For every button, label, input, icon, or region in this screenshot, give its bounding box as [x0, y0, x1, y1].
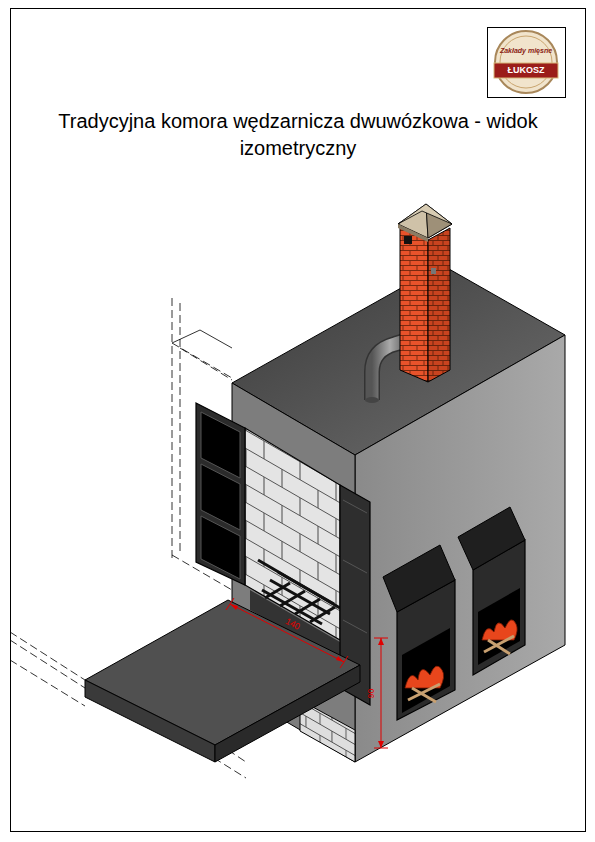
illustration-part — [201, 516, 240, 579]
illustration-part — [381, 638, 382, 748]
illustration-part — [365, 397, 379, 403]
illustration-part — [428, 228, 450, 382]
illustration-part — [336, 656, 344, 662]
illustration-part — [11, 9, 586, 832]
illustration-part — [402, 628, 450, 713]
illustration-part — [226, 598, 348, 668]
illustration-part — [484, 636, 514, 654]
illustration-part — [230, 604, 344, 662]
illustration-part — [378, 638, 384, 645]
illustration-part — [478, 588, 520, 665]
illustration-part — [404, 236, 412, 244]
illustration-part — [265, 583, 335, 622]
illustration-part — [172, 330, 232, 348]
illustration-part — [343, 500, 367, 633]
illustration-part — [374, 638, 388, 748]
illustration-part — [484, 636, 514, 654]
illustration-part — [398, 224, 428, 242]
illustration-part — [258, 560, 340, 608]
illustration-part — [408, 684, 440, 702]
title: Tradycyjna komora wędzarnicza dwuwózkowa… — [58, 108, 538, 162]
logo-brand: ŁUKOSZ — [508, 66, 545, 75]
illustration-part — [258, 560, 340, 624]
illustration-part — [431, 268, 436, 274]
illustration-part — [383, 545, 455, 612]
illustration-part — [226, 598, 388, 748]
illustration-part — [215, 665, 360, 762]
illustration-part — [494, 63, 558, 78]
dimension-label: 90 — [366, 688, 375, 698]
illustration-part — [230, 604, 238, 610]
illustration-part — [85, 680, 215, 762]
illustration-part — [230, 604, 384, 748]
logo-text: Zakłady mięsne — [500, 47, 552, 54]
illustration-part — [378, 741, 384, 748]
illustration-part — [85, 600, 360, 745]
illustration-part — [488, 28, 566, 98]
illustration-part — [398, 204, 452, 224]
illustration-part — [408, 684, 440, 702]
illustration-part — [458, 507, 525, 570]
illustration-part — [400, 228, 428, 382]
illustration-part — [196, 403, 245, 585]
illustration-part — [495, 31, 557, 93]
illustration-part — [355, 335, 565, 762]
illustration-part — [201, 412, 240, 579]
illustration-part — [500, 36, 552, 88]
